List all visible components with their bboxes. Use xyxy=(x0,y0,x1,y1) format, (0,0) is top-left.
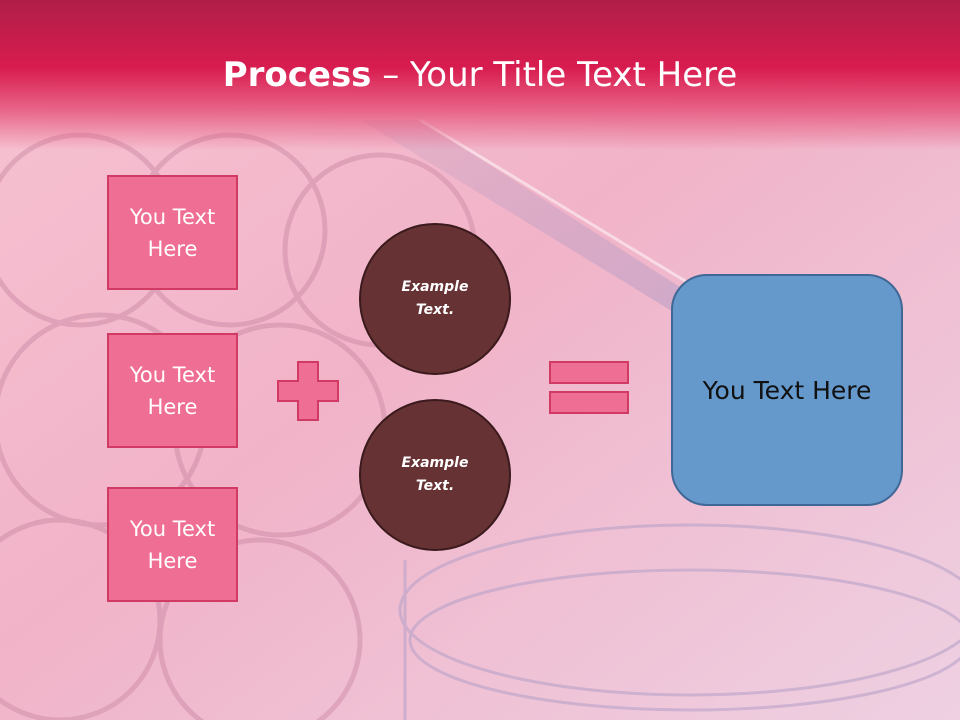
left-box-3: You Text Here xyxy=(107,487,238,602)
left-box-2: You Text Here xyxy=(107,333,238,448)
left-box-1-text: You Text Here xyxy=(129,204,216,261)
title-bold: Process xyxy=(222,55,372,95)
plus-icon xyxy=(277,361,339,421)
example-circle-1-text: Example Text. xyxy=(401,279,469,318)
left-box-3-text: You Text Here xyxy=(129,516,216,573)
left-box-1: You Text Here xyxy=(107,175,238,290)
left-box-2-text: You Text Here xyxy=(129,362,216,419)
example-circle-2-text: Example Text. xyxy=(401,455,469,494)
example-circle-2: Example Text. xyxy=(359,399,511,551)
example-circle-1: Example Text. xyxy=(359,223,511,375)
result-box-text: You Text Here xyxy=(702,375,872,405)
slide-title: Process – Your Title Text Here xyxy=(0,52,960,98)
result-box: You Text Here xyxy=(671,274,903,506)
equals-icon xyxy=(549,361,629,414)
title-band xyxy=(0,0,960,150)
title-rest: – Your Title Text Here xyxy=(371,55,738,95)
